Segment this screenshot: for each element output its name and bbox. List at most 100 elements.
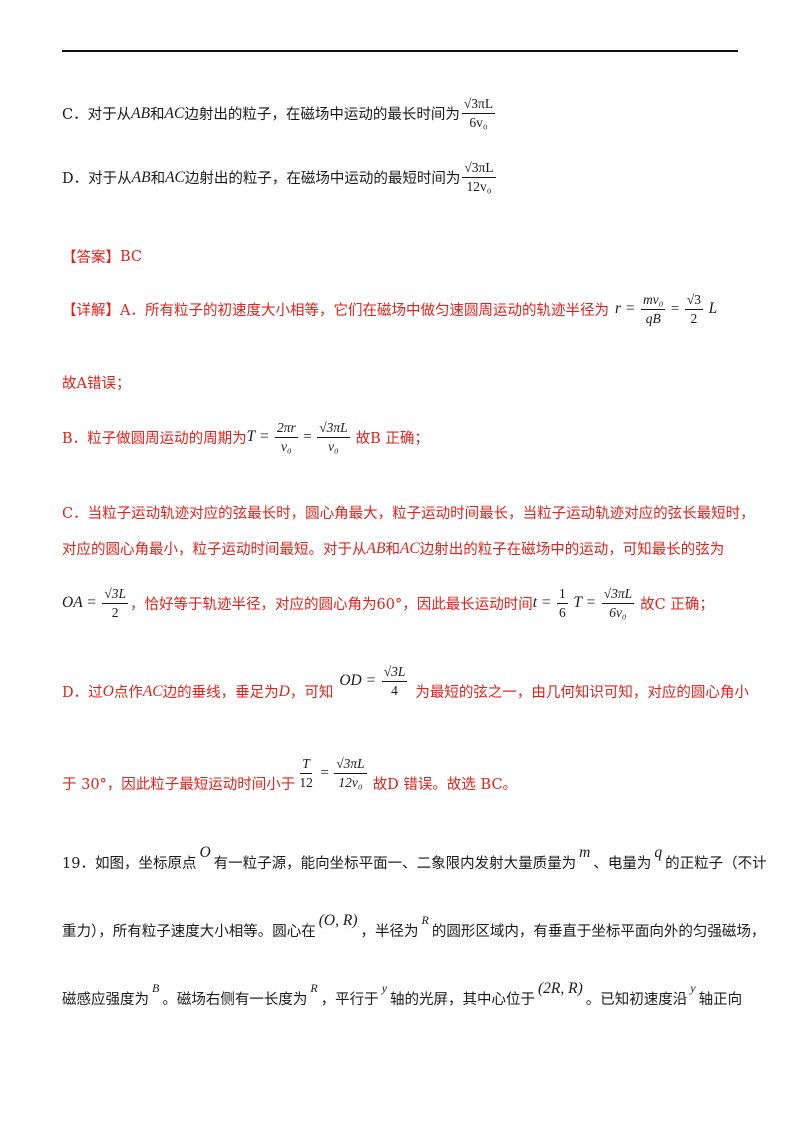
q19-line2-a: 重力），所有粒子速度大小相等。圆心在 — [62, 924, 316, 940]
detail-b-conclusion: 故B 正确； — [355, 431, 429, 447]
detail-d-f3-num: √3πL — [334, 756, 367, 774]
option-c-fraction: √3πL 6v₀ — [461, 96, 496, 131]
detail-d-f2-num: T — [300, 756, 312, 774]
detail-a-f2-num: √3 — [684, 292, 704, 310]
detail-b-frac1: 2πr v₀ — [274, 420, 298, 455]
detail-b-formula: T = 2πr v₀ = √3πL v₀ — [247, 420, 352, 455]
detail-a-f2-den: 2 — [690, 311, 698, 326]
detail-b-f2-den: v₀ — [328, 439, 339, 454]
q19-line3-a: 磁感应强度为 — [62, 992, 149, 1008]
detail-d-frac2: T 12 — [297, 756, 315, 791]
option-d-ac: AC — [165, 168, 185, 186]
detail-d-frac1: √3L 4 — [381, 664, 408, 699]
detail-d-f1-den: 4 — [391, 683, 398, 698]
detail-c-line2-and: 和 — [385, 542, 400, 558]
q19-line3-b: 。磁场右侧有一长度为 — [162, 992, 308, 1008]
q19-line3-e: 。已知初速度沿 — [585, 992, 688, 1008]
detail-c-line1-text: C．当粒子运动轨迹对应的弦最长时，圆心角最大，粒子运动时间最长，当粒子运动轨迹对… — [62, 506, 755, 522]
detail-c-t-formula: t = 1 6 T = √3πL 6v₀ — [533, 586, 636, 621]
option-c-frac-num: √3πL — [461, 96, 496, 114]
q19-screen-center: (2R, R) — [538, 979, 583, 997]
detail-c-frac1: √3L 2 — [102, 586, 129, 621]
q19-line1-c: 、电量为 — [593, 856, 652, 872]
q19-line2: 重力），所有粒子速度大小相等。圆心在 (O, R) ，半径为 R 的圆形区域内，… — [62, 912, 766, 941]
q19-y1: y — [381, 981, 388, 995]
detail-c-f3-num: √3πL — [601, 586, 635, 604]
detail-d-od-formula: OD = √3L 4 — [339, 664, 409, 699]
detail-a-conclusion: 故A错误； — [62, 372, 130, 393]
option-d: D．对于从 AB 和 AC 边射出的粒子，在磁场中运动的最短时间为 √3πL 1… — [62, 160, 498, 195]
detail-d-f3-den: 12v₀ — [338, 775, 363, 790]
q19-center: (O, R) — [318, 911, 358, 929]
detail-c-f3-den: 6v₀ — [609, 605, 627, 620]
detail-b-f2-num: √3πL — [317, 420, 350, 438]
detail-d-D: D — [278, 682, 290, 700]
detail-label: 【详解】 — [62, 303, 120, 319]
q19-R2: R — [310, 981, 318, 995]
detail-a-formula: r = mv₀ qB = √3 2 L — [615, 292, 717, 327]
detail-c-line1: C．当粒子运动轨迹对应的弦最长时，圆心角最大，粒子运动时间最长，当粒子运动轨迹对… — [62, 502, 755, 523]
detail-d-O: O — [102, 682, 114, 700]
option-d-ab: AB — [131, 168, 151, 186]
detail-b-eq: = — [303, 428, 312, 445]
option-c-ac: AC — [164, 104, 185, 122]
option-d-and: 和 — [150, 171, 166, 187]
detail-c-t: t = — [532, 593, 552, 611]
detail-a: 【详解】 A．所有粒子的初速度大小相等，它们在磁场中做匀速圆周运动的轨迹半径为 … — [62, 292, 717, 327]
detail-d-text-b: 点作 — [113, 685, 143, 701]
detail-d-line1: D．过 O 点作 AC 边的垂线，垂足为 D ，可知 OD = √3L 4 为最… — [62, 664, 749, 709]
detail-a-eq: = — [671, 300, 680, 317]
detail-d-eq: = — [320, 764, 329, 781]
q19-line1-d: 的正粒子（不计 — [665, 856, 767, 872]
q19-line3-d: 轴的光屏，其中心位于 — [390, 992, 536, 1008]
q19-line3: 磁感应强度为 B 。磁场右侧有一长度为 R ，平行于 y 轴的光屏，其中心位于 … — [62, 980, 742, 1009]
detail-c-f2-num: 1 — [557, 586, 568, 604]
detail-d-text-a: D．过 — [62, 685, 103, 701]
option-d-frac-den: 12v₀ — [466, 179, 492, 194]
detail-d-text-d: ，可知 — [289, 685, 334, 701]
option-c-frac-den: 6v₀ — [469, 115, 488, 130]
detail-c-line2-b: 边射出的粒子在磁场中的运动，可知最长的弦为 — [419, 542, 725, 558]
detail-c-oa-formula: OA = √3L 2 — [62, 586, 130, 621]
detail-d-conclusion: 故D 错误。故选 BC。 — [372, 777, 518, 793]
option-d-frac-num: √3πL — [462, 160, 496, 178]
q19-B: B — [152, 981, 160, 995]
detail-d-t-formula: T 12 = √3πL 12v₀ — [295, 756, 368, 791]
q19-O: O — [199, 843, 211, 861]
q19-m: m — [579, 843, 591, 861]
q19-line1: 19．如图，坐标原点 O 有一粒子源，能向坐标平面一、二象限内发射大量质量为 m… — [62, 844, 767, 873]
detail-c-line2-ab: AB — [366, 539, 386, 557]
detail-c-line3: OA = √3L 2 ，恰好等于轨迹半径，对应的圆心角为60°，因此最长运动时间… — [62, 586, 714, 621]
detail-a-f1-den: qB — [645, 311, 661, 326]
option-c-prefix: C．对于从 — [62, 107, 132, 123]
detail-c-T: T = — [573, 593, 597, 611]
detail-a-L: L — [708, 299, 718, 317]
q19-line1-b: 有一粒子源，能向坐标平面一、二象限内发射大量质量为 — [213, 856, 577, 872]
detail-c-conclusion: 故C 正确； — [640, 597, 714, 613]
answer-label: 【答案】 — [62, 250, 120, 266]
detail-a-frac1: mv₀ qB — [640, 292, 666, 327]
q19-line3-c: ，平行于 — [320, 992, 379, 1008]
detail-c-frac3: √3πL 6v₀ — [601, 586, 635, 621]
detail-c-line2-ac: AC — [399, 539, 420, 557]
detail-b-f1-num: 2πr — [274, 420, 298, 438]
detail-b: B．粒子做圆周运动的周期为 T = 2πr v₀ = √3πL v₀ 故B 正确… — [62, 420, 429, 455]
detail-c-frac2: 1 6 — [557, 586, 568, 621]
detail-b-text: B．粒子做圆周运动的周期为 — [62, 431, 247, 447]
q19-line2-c: 的圆形区域内，有垂直于坐标平面向外的匀强磁场， — [431, 924, 766, 940]
detail-c-OA: OA = — [62, 593, 97, 611]
option-d-prefix: D．对于从 — [62, 171, 132, 187]
detail-a-conclusion-text: 故A错误； — [62, 376, 131, 392]
q19-line1-a: 19．如图，坐标原点 — [62, 856, 197, 872]
option-c: C．对于从 AB 和 AC 边射出的粒子，在磁场中运动的最长时间为 √3πL 6… — [62, 96, 497, 131]
detail-b-T: T = — [246, 427, 270, 445]
q19-R1: R — [421, 913, 429, 927]
detail-d-line2: 于 30°，因此粒子最短运动时间小于 T 12 = √3πL 12v₀ 故D 错… — [62, 756, 518, 801]
detail-c-f1-num: √3L — [102, 586, 129, 604]
option-d-fraction: √3πL 12v₀ — [462, 160, 496, 195]
detail-d-OD: OD = — [339, 671, 377, 689]
detail-d-text-e: 为最短的弦之一，由几何知识可知，对应的圆心角小 — [415, 685, 749, 701]
detail-d-frac3: √3πL 12v₀ — [334, 756, 367, 791]
detail-b-frac2: √3πL v₀ — [317, 420, 350, 455]
answer-line: 【答案】 BC — [62, 246, 142, 267]
